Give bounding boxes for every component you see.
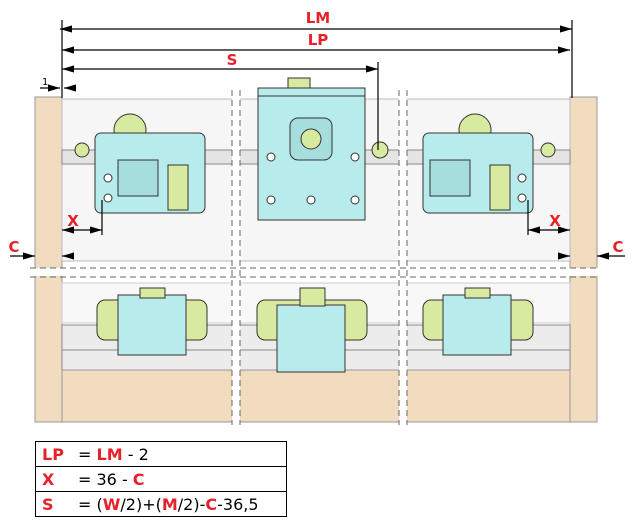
dimension-x-left: X xyxy=(67,212,79,230)
formula-key: LP xyxy=(42,444,64,464)
dimension-lm: LM xyxy=(306,9,331,27)
top-hanger-center xyxy=(257,77,389,221)
dimension-s: S xyxy=(227,51,238,69)
dimension-x-right: X xyxy=(549,212,561,230)
dimension-gap: 1 xyxy=(42,77,48,88)
bottom-guide-left xyxy=(96,287,208,356)
formula-row-x: X= 36 - C xyxy=(35,466,287,492)
formula-key: X xyxy=(42,469,55,489)
break-lines xyxy=(30,90,600,425)
formula-table: LP= LM - 2 X= 36 - C S= (W/2)+(M/2)-C-36… xyxy=(35,441,287,517)
dimension-c-left: C xyxy=(8,238,19,256)
bottom-guide-right xyxy=(422,287,534,356)
bottom-wood-panel xyxy=(61,369,571,423)
formula-key: S xyxy=(42,494,54,514)
bottom-guide-center xyxy=(256,287,368,373)
dimension-c-right: C xyxy=(612,238,623,256)
left-wood-panel xyxy=(34,96,63,423)
top-hanger-left xyxy=(74,113,206,214)
top-hanger-right xyxy=(422,113,556,214)
right-wood-panel xyxy=(569,96,598,423)
formula-row-s: S= (W/2)+(M/2)-C-36,5 xyxy=(35,491,287,517)
dimension-lp: LP xyxy=(308,31,329,49)
formula-row-lp: LP= LM - 2 xyxy=(35,441,287,467)
